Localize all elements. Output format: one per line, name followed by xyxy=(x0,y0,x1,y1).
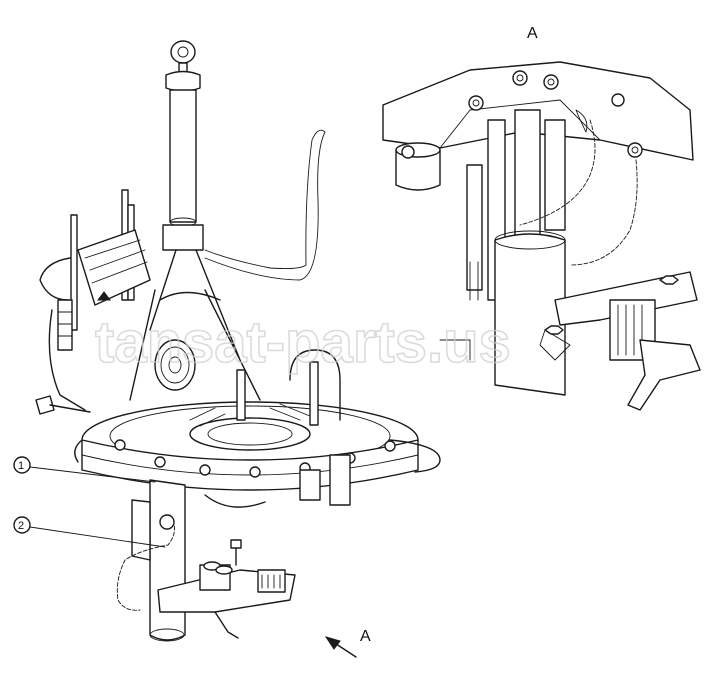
view-arrow-a: A xyxy=(324,628,371,658)
detail-view-label: A xyxy=(527,25,538,42)
detail-view-a: A xyxy=(382,25,701,411)
view-arrow-label: A xyxy=(360,628,371,645)
callout-2: 2 xyxy=(13,516,166,548)
callout-1-number: 1 xyxy=(18,460,24,472)
watermark-text: tansat-parts.us xyxy=(95,310,511,375)
main-assembly xyxy=(35,40,441,642)
callout-1: 1 xyxy=(13,456,156,483)
callout-2-number: 2 xyxy=(18,520,24,532)
